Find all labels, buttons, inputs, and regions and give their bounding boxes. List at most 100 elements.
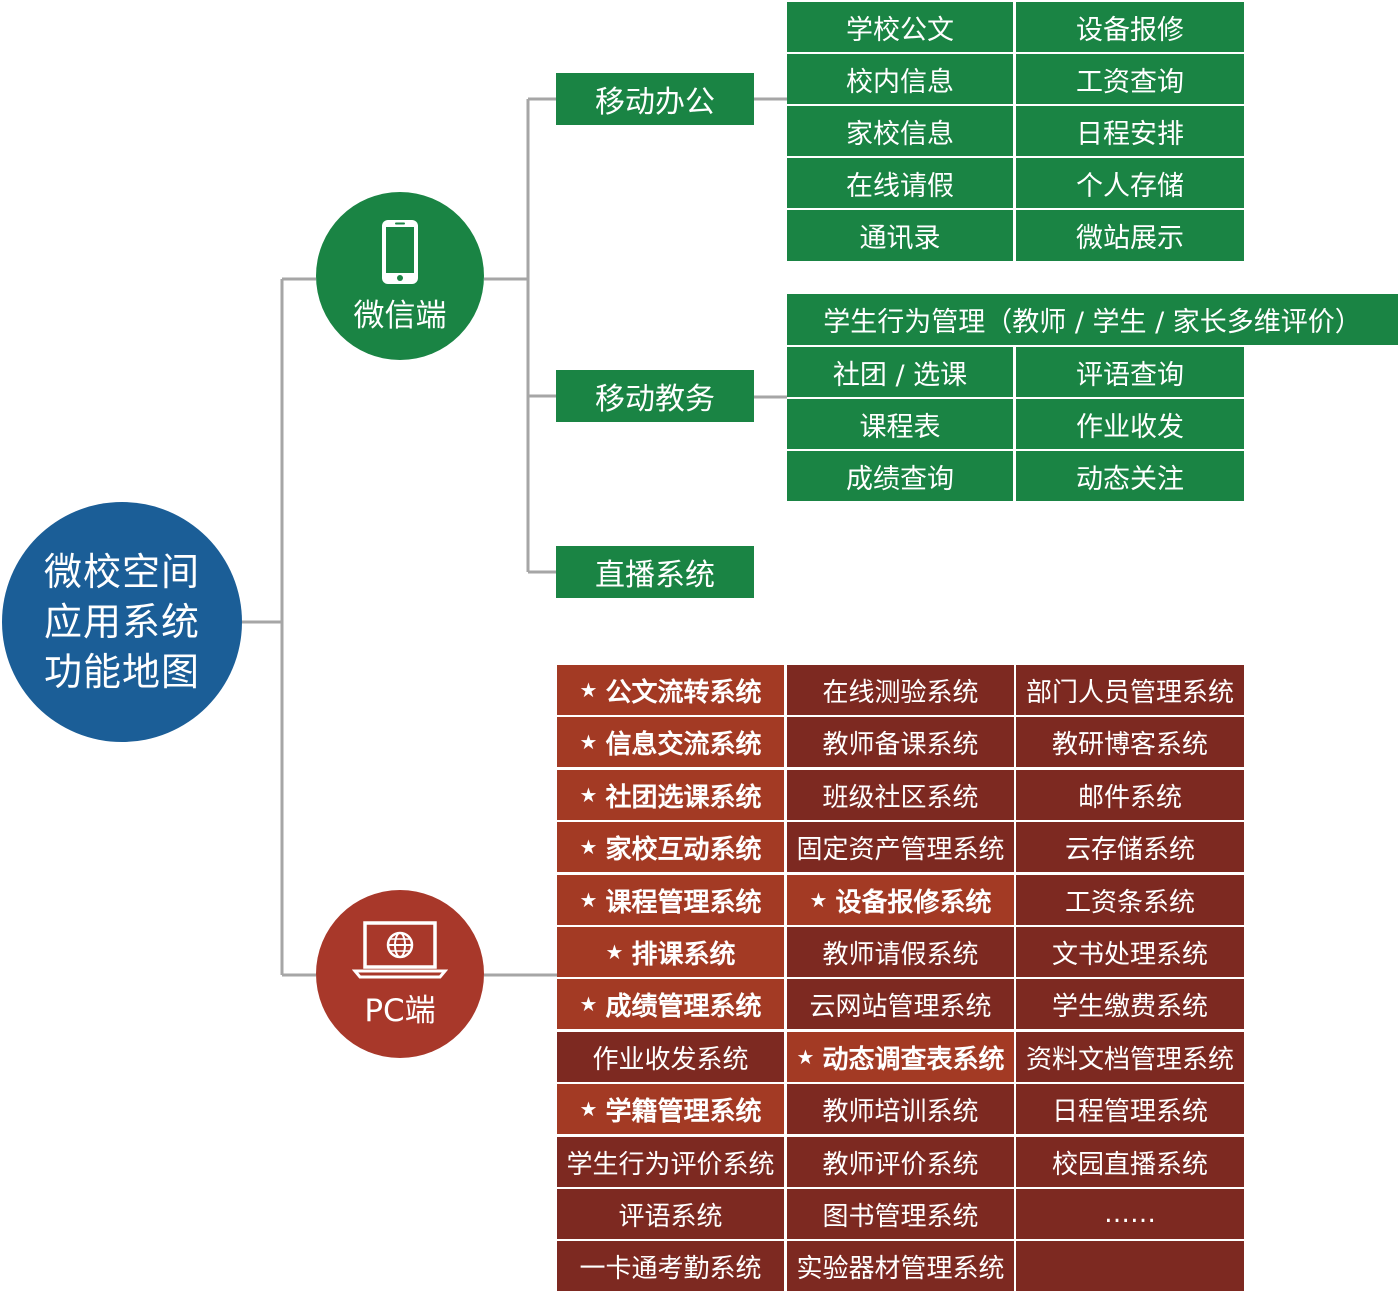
pc-system-label: 资料文档管理系统 [1025, 1044, 1234, 1075]
pc-system-cell: 工资条系统 [1016, 875, 1244, 925]
pc-system-cell: 一卡通考勤系统 [557, 1241, 784, 1291]
office-item: 家校信息 [787, 106, 1013, 156]
pc-system-label: 教师评价系统 [822, 1149, 979, 1180]
branch-mobile-office: 移动办公 [556, 73, 754, 125]
pc-system-cell: ★学籍管理系统 [557, 1084, 784, 1134]
root-title-line: 功能地图 [43, 650, 200, 694]
root-title-line: 应用系统 [43, 600, 200, 644]
pc-system-cell: 校园直播系统 [1016, 1137, 1244, 1187]
pc-system-cell: ★ 家校互动系统 [557, 822, 784, 872]
pc-system-label: 固定资产管理系统 [796, 834, 1005, 865]
pc-system-cell: 部门人员管理系统 [1016, 665, 1244, 715]
star-icon: ★ [809, 888, 828, 912]
wechat-node: 微信端 [316, 192, 484, 360]
root-title: 微校空间 应用系统 功能地图 [44, 547, 200, 697]
academic-item: 动态关注 [1016, 451, 1244, 501]
star-icon: ★ [579, 888, 598, 912]
pc-system-label: 班级社区系统 [822, 782, 979, 813]
pc-system-cell: 班级社区系统 [787, 770, 1014, 820]
pc-system-label: 部门人员管理系统 [1025, 677, 1234, 708]
office-item: 微站展示 [1016, 210, 1244, 261]
pc-system-cell: 学生缴费系统 [1016, 979, 1244, 1029]
pc-system-cell: 教研博客系统 [1016, 717, 1244, 767]
office-item: 设备报修 [1016, 2, 1244, 52]
office-item: 在线请假 [787, 158, 1013, 208]
pc-system-label: 设备报修系统 [835, 887, 992, 918]
pc-system-label: 成绩管理系统 [605, 991, 762, 1022]
pc-system-cell: 云网站管理系统 [787, 979, 1014, 1029]
pc-system-label: 校园直播系统 [1051, 1149, 1208, 1180]
pc-system-cell: 日程管理系统 [1016, 1084, 1244, 1134]
academic-header-item: 学生行为管理（教师 / 学生 / 家长多维评价） [787, 294, 1398, 345]
office-item: 校内信息 [787, 54, 1013, 104]
pc-system-label: 学籍管理系统 [605, 1096, 762, 1127]
branch-live-system: 直播系统 [556, 546, 754, 598]
pc-system-cell: 文书处理系统 [1016, 927, 1244, 977]
academic-item: 成绩查询 [787, 451, 1013, 501]
pc-system-cell: 学生行为评价系统 [557, 1137, 784, 1187]
office-item: 学校公文 [787, 2, 1013, 52]
star-icon: ★ [579, 678, 598, 702]
pc-system-label: 云存储系统 [1064, 834, 1195, 865]
academic-item: 作业收发 [1016, 399, 1244, 449]
pc-system-cell: ★课程管理系统 [557, 875, 784, 925]
pc-system-cell: ★成绩管理系统 [557, 979, 784, 1029]
pc-system-cell: ★ 公文流转系统 [557, 665, 784, 715]
office-item: 工资查询 [1016, 54, 1244, 104]
pc-system-cell: 邮件系统 [1016, 770, 1244, 820]
pc-system-cell: 教师培训系统 [787, 1084, 1014, 1134]
pc-system-cell: 评语系统 [557, 1189, 784, 1239]
pc-system-cell: 云存储系统 [1016, 822, 1244, 872]
pc-system-label: 教研博客系统 [1051, 729, 1208, 760]
pc-system-cell: 资料文档管理系统 [1016, 1032, 1244, 1082]
star-icon: ★ [579, 730, 598, 754]
academic-item: 课程表 [787, 399, 1013, 449]
pc-system-label: 动态调查表系统 [822, 1044, 1005, 1075]
pc-system-cell: 教师请假系统 [787, 927, 1014, 977]
academic-item: 社团 / 选课 [787, 347, 1013, 397]
office-item: 通讯录 [787, 210, 1013, 261]
pc-system-label: 在线测验系统 [822, 677, 979, 708]
pc-system-label: 工资条系统 [1064, 887, 1195, 918]
pc-label: PC端 [364, 992, 436, 1029]
pc-system-label: 文书处理系统 [1051, 939, 1208, 970]
pc-system-cell: 教师评价系统 [787, 1137, 1014, 1187]
office-item: 个人存储 [1016, 158, 1244, 208]
pc-system-cell: ★ 信息交流系统 [557, 717, 784, 767]
pc-system-label: 学生缴费系统 [1051, 991, 1208, 1022]
pc-system-label: 一卡通考勤系统 [579, 1253, 762, 1284]
pc-system-cell: ★ 动态调查表系统 [787, 1032, 1014, 1082]
root-node: 微校空间 应用系统 功能地图 [2, 502, 242, 742]
pc-system-cell: 图书管理系统 [787, 1189, 1014, 1239]
root-title-line: 微校空间 [43, 550, 200, 594]
pc-system-cell: ★排课系统 [557, 927, 784, 977]
star-icon: ★ [605, 940, 624, 964]
laptop-globe-icon [352, 920, 448, 978]
office-item: 日程安排 [1016, 106, 1244, 156]
pc-system-label: 作业收发系统 [592, 1044, 749, 1075]
wechat-label: 微信端 [353, 297, 447, 334]
pc-system-label: 学生行为评价系统 [566, 1149, 775, 1180]
pc-system-label: 邮件系统 [1077, 782, 1182, 813]
pc-system-cell: 实验器材管理系统 [787, 1241, 1014, 1291]
pc-system-label: 教师培训系统 [822, 1096, 979, 1127]
pc-system-label: 社团选课系统 [605, 782, 762, 813]
pc-system-label: 公文流转系统 [605, 677, 762, 708]
pc-node: PC端 [316, 890, 484, 1058]
pc-system-label: 信息交流系统 [605, 729, 762, 760]
pc-system-label: 日程管理系统 [1051, 1096, 1208, 1127]
star-icon: ★ [579, 783, 598, 807]
pc-system-label: 家校互动系统 [605, 834, 762, 865]
branch-mobile-academic: 移动教务 [556, 370, 754, 422]
pc-system-cell [1016, 1241, 1244, 1291]
pc-system-label: 评语系统 [618, 1201, 723, 1232]
academic-item: 评语查询 [1016, 347, 1244, 397]
pc-system-label: …… [1104, 1199, 1156, 1229]
pc-system-label: 图书管理系统 [822, 1201, 979, 1232]
star-icon: ★ [796, 1045, 815, 1069]
pc-system-cell: ★ 设备报修系统 [787, 875, 1014, 925]
pc-system-cell: 固定资产管理系统 [787, 822, 1014, 872]
pc-system-label: 教师备课系统 [822, 729, 979, 760]
star-icon: ★ [579, 835, 598, 859]
